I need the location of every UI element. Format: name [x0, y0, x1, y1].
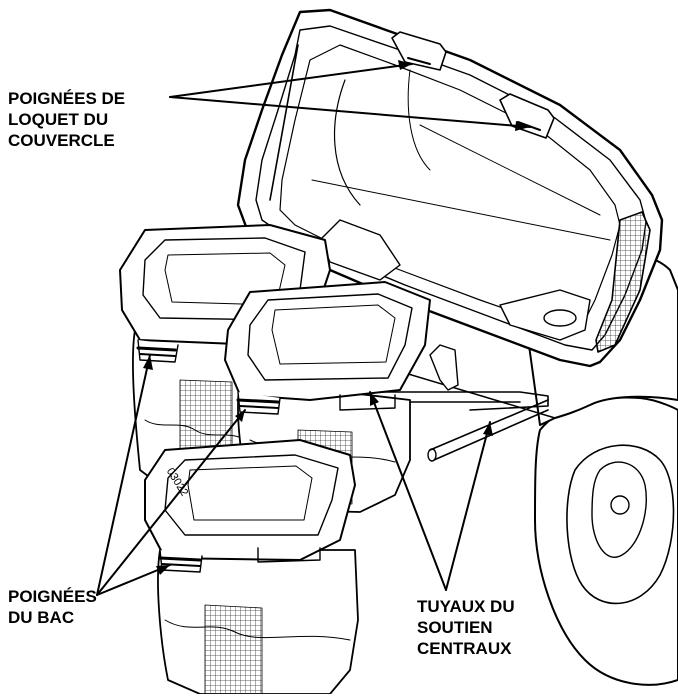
label-center-support-tubes: TUYAUX DU SOUTIEN CENTRAUX — [417, 596, 515, 659]
callout-arrowheads — [143, 60, 530, 575]
wheel — [534, 396, 678, 686]
arrowhead-bag-handle-3 — [156, 565, 170, 575]
label-bag-handles: POIGNÉES DU BAC — [8, 586, 97, 628]
leader-lid-latch-1 — [169, 63, 413, 98]
label-support-tubes-line-1: TUYAUX DU — [417, 597, 515, 616]
arrowhead-bag-handle-1 — [143, 355, 153, 370]
arrowhead-bag-handle-2 — [235, 410, 245, 422]
leader-support-tube-1 — [369, 391, 447, 591]
callout-leaders — [96, 63, 531, 596]
label-lid-latch-handles: POIGNÉES DE LOQUET DU COUVERCLE — [8, 88, 125, 151]
open-lid — [236, 8, 664, 368]
leader-support-tube-2 — [445, 421, 491, 591]
leader-bag-handle-1 — [96, 354, 151, 596]
arrowhead-support-tube-2 — [483, 422, 493, 436]
arrowhead-support-tube-1 — [370, 392, 379, 406]
leader-lid-latch-2 — [169, 96, 531, 128]
label-lid-latch-line-3: COUVERCLE — [8, 131, 115, 150]
label-lid-latch-line-2: LOQUET DU — [8, 110, 109, 129]
label-bag-handles-line-2: DU BAC — [8, 608, 75, 627]
label-support-tubes-line-3: CENTRAUX — [417, 639, 512, 658]
arrowhead-lid-latch-2 — [515, 121, 530, 131]
label-support-tubes-line-2: SOUTIEN — [417, 618, 493, 637]
label-lid-latch-line-1: POIGNÉES DE — [8, 89, 126, 108]
label-bag-handles-line-1: POIGNÉES — [8, 587, 97, 606]
leader-bag-handle-2 — [96, 409, 246, 596]
arrowhead-lid-latch-1 — [398, 60, 412, 70]
